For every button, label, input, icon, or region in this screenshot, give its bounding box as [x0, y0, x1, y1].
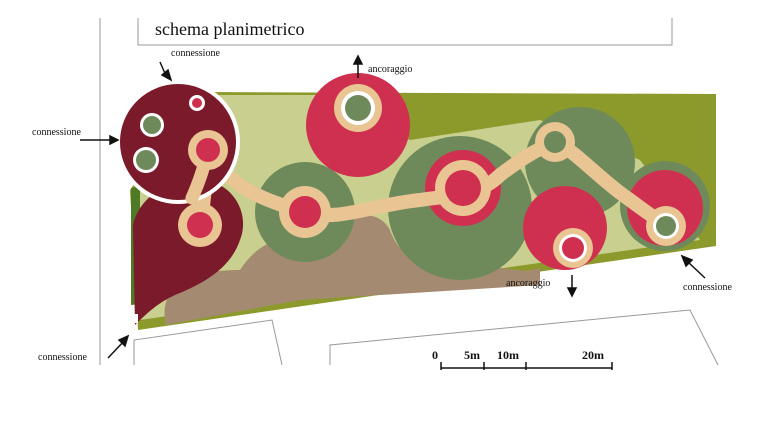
- site-outline: [99, 18, 719, 366]
- anchor-bottom-core: [562, 237, 584, 259]
- page-title: schema planimetrico: [155, 19, 304, 39]
- anchor-top-core: [345, 95, 371, 121]
- label-connessione-right: connessione: [683, 282, 732, 293]
- label-connessione-top: connessione: [171, 48, 220, 59]
- brown-ground: [164, 215, 541, 325]
- label-ancoraggio-top: ancoraggio: [368, 64, 412, 75]
- ring-inner-upper: [544, 131, 566, 153]
- label-connessione-left: connessione: [32, 127, 81, 138]
- scale-tick-5m: 5m: [464, 348, 480, 362]
- detail-inset: [116, 80, 240, 205]
- ring-inner-mid: [445, 170, 481, 206]
- marker-square: [133, 314, 138, 323]
- arrows: [80, 54, 706, 359]
- scale-tick-0: 0: [432, 348, 438, 362]
- scale-tick-20m: 20m: [582, 348, 604, 362]
- ring-inner-lowerleft: [187, 212, 213, 238]
- connection-right-core: [656, 216, 676, 236]
- scale-tick-10m: 10m: [497, 348, 519, 362]
- scale-bar: 0 5m 10m 20m: [432, 348, 613, 370]
- ring-inner-left: [289, 196, 321, 228]
- label-ancoraggio-bottom: ancoraggio: [506, 278, 550, 289]
- label-connessione-bottom-left: connessione: [38, 352, 87, 363]
